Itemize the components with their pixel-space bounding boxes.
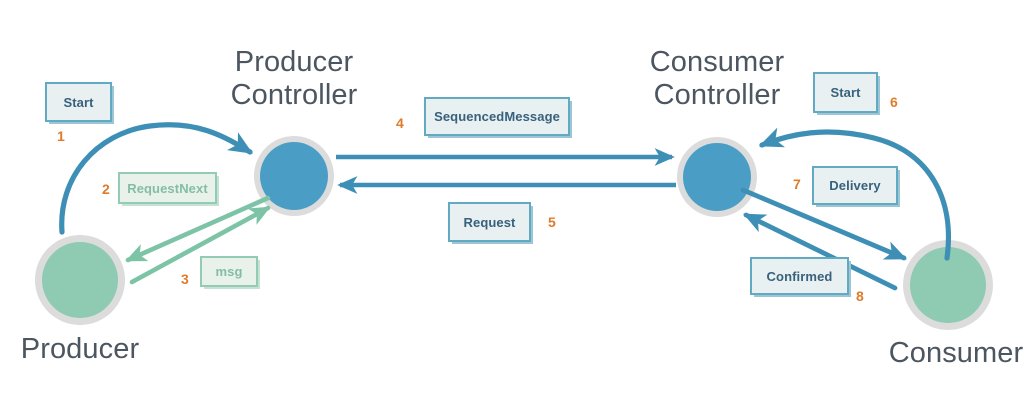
arrow-6-start-to-consumer-controller <box>758 127 952 261</box>
arrow-7-delivery <box>740 187 907 261</box>
message-box-confirmed[interactable]: Confirmed <box>750 257 849 295</box>
node-consumer[interactable] <box>903 240 993 330</box>
node-label-producer: Producer <box>20 333 140 365</box>
node-producer-controller[interactable] <box>254 136 334 216</box>
node-producer[interactable] <box>35 235 125 325</box>
message-box-start-producer[interactable]: Start <box>45 82 112 122</box>
step-number-2: 2 <box>102 181 110 197</box>
step-number-8: 8 <box>856 288 864 304</box>
arrow-1-start-to-producer-controller <box>59 122 253 235</box>
arrow-2-requestnext <box>125 195 271 263</box>
step-number-6: 6 <box>890 94 898 110</box>
message-box-request[interactable]: Request <box>448 202 531 242</box>
step-number-5: 5 <box>548 214 556 230</box>
message-box-delivery[interactable]: Delivery <box>812 166 898 205</box>
arrow-3-msg <box>129 205 271 285</box>
message-box-msg[interactable]: msg <box>200 256 258 287</box>
message-box-sequencedmessage[interactable]: SequencedMessage <box>424 97 570 136</box>
message-box-start-consumer[interactable]: Start <box>813 72 878 113</box>
node-consumer-controller[interactable] <box>677 137 757 217</box>
step-number-7: 7 <box>793 176 801 192</box>
node-label-consumer: Consumer <box>888 337 1024 369</box>
node-label-producer-controller: Producer Controller <box>230 46 358 112</box>
step-number-4: 4 <box>396 115 404 131</box>
node-label-consumer-controller: Consumer Controller <box>649 46 785 112</box>
step-number-1: 1 <box>57 128 65 144</box>
arrow-8-confirmed <box>743 212 898 291</box>
message-box-requestnext[interactable]: RequestNext <box>118 172 217 204</box>
step-number-3: 3 <box>181 271 189 287</box>
